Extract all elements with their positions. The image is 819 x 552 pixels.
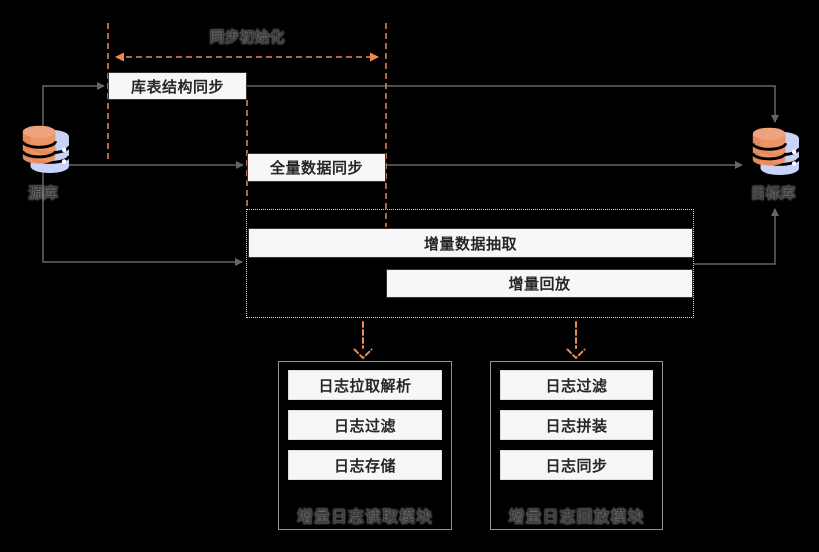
module-item: 日志过滤 (288, 410, 442, 440)
module-item: 日志同步 (500, 450, 653, 480)
sync-init-label: 同步初始化 (209, 29, 285, 46)
full-sync-box: 全量数据同步 (247, 153, 386, 182)
incremental-extract-box: 增量数据抽取 (248, 228, 693, 258)
schema-sync-box: 库表结构同步 (108, 72, 247, 100)
log-reader-module-label: 增量日志读取模块 (296, 509, 433, 526)
log-replay-module-label: 增量日志回放模块 (508, 509, 645, 526)
module-item: 日志过滤 (500, 370, 653, 400)
module-item: 日志拉取解析 (288, 370, 442, 400)
dashed-arrow-down-icon (566, 321, 586, 360)
arrow-schema-sync-to-target (247, 85, 779, 123)
arrow-source-to-schema-sync (42, 82, 105, 128)
database-icon (751, 127, 801, 176)
log-reader-module: 日志拉取解析 日志过滤 日志存储 增量日志读取模块 (278, 361, 452, 530)
module-item: 日志拼装 (500, 410, 653, 440)
database-icon (21, 125, 71, 174)
source-db-label: 源库 (27, 185, 58, 202)
arrow-source-to-incremental (42, 172, 243, 266)
module-item: 日志存储 (288, 450, 442, 480)
incremental-container (246, 209, 694, 318)
dashed-arrow-down-icon (353, 321, 373, 360)
arrow-replay-to-target (694, 208, 779, 265)
target-db-label: 目标库 (750, 185, 796, 202)
log-replay-module: 日志过滤 日志拼装 日志同步 增量日志回放模块 (490, 361, 663, 530)
incremental-replay-box: 增量回放 (386, 269, 693, 298)
